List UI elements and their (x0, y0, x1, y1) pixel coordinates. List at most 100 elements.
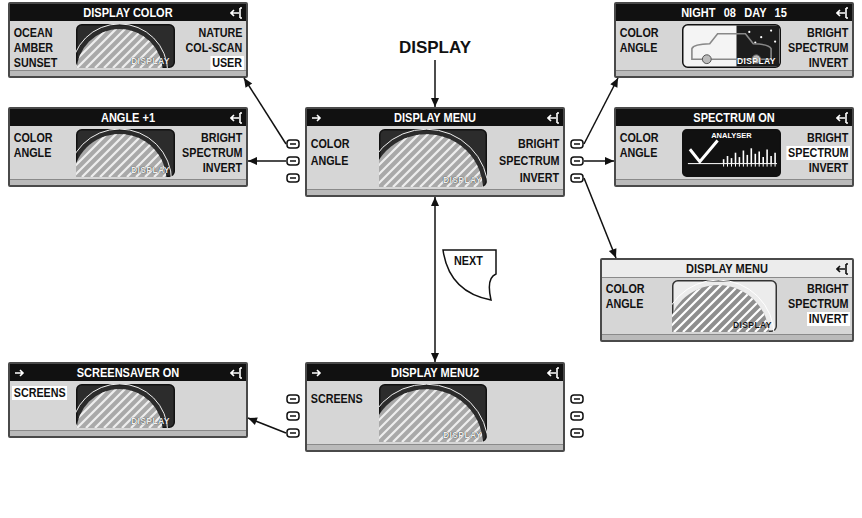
side-button-graphic (286, 173, 300, 183)
stripe (86, 384, 130, 428)
screen-frame: SCREENSAVER ONSCREENSDISPLAY (8, 362, 248, 438)
menu-option: COLOR (618, 26, 660, 40)
entry-label: DISPLAY (385, 38, 485, 58)
stripe (483, 129, 487, 187)
spectrum-bar (735, 153, 737, 164)
menu-arrow (584, 78, 618, 144)
lcd-screen: SCREENSAVER ONSCREENSDISPLAY (8, 362, 248, 438)
button-body (571, 174, 583, 182)
spectrum-tick (759, 164, 760, 167)
picture-frame (683, 130, 781, 177)
exit-icon-graphic (230, 366, 243, 380)
side-button-graphic (570, 139, 584, 149)
exit-icon-shape (231, 368, 242, 378)
stripe (728, 280, 777, 332)
side-button-graphic (286, 139, 300, 149)
exit-icon-shape (231, 113, 242, 123)
screen-heading: SPECTRUM ON (644, 111, 824, 125)
exit-icon-shape (837, 113, 848, 123)
menu-option: COLOR (309, 137, 351, 151)
spectrum-bar (774, 153, 776, 164)
arrow-head (431, 197, 439, 206)
arrow-line (248, 418, 286, 433)
menu-option: ANGLE (618, 146, 659, 160)
button-body (571, 429, 583, 437)
menu-option: AMBER (12, 41, 55, 55)
key-shape (443, 250, 496, 300)
stripe (719, 280, 771, 332)
exit-icon (836, 111, 849, 125)
spectrum-bar (727, 156, 729, 164)
screen-footer-bar (616, 70, 852, 76)
disc-outline (379, 384, 487, 442)
menu-option: USER (211, 56, 244, 70)
menu-option: INVERT (518, 171, 561, 185)
enter-icon-graphic (310, 111, 323, 125)
button-body (287, 174, 299, 182)
screen-footer-bar (616, 179, 852, 185)
button-body (287, 395, 299, 403)
arrow-line (244, 78, 286, 144)
enter-icon-shape (312, 115, 320, 121)
lcd-screen: DISPLAY MENUCOLORANGLEBRIGHTSPECTRUMINVE… (600, 258, 854, 342)
menu-option: SPECTRUM (180, 146, 244, 160)
spectrum-tick (735, 164, 736, 167)
spectrum-tick (771, 164, 772, 167)
key-label: NEXT (454, 254, 483, 268)
stripe (393, 384, 451, 442)
menu-option: INVERT (807, 161, 850, 175)
half-disc (379, 134, 483, 187)
screen-heading: NIGHT 08 DAY 15 (644, 6, 824, 20)
screen-frame: DISPLAY MENUCOLORANGLEBRIGHTSPECTRUMINVE… (305, 107, 565, 197)
arrow-line (434, 197, 436, 362)
side-button (286, 428, 300, 438)
menu-option: NATURE (197, 26, 244, 40)
star (760, 36, 762, 38)
screen-frame: DISPLAY MENUCOLORANGLEBRIGHTSPECTRUMINVE… (600, 258, 854, 342)
exit-icon-graphic (836, 6, 849, 20)
stripe (438, 129, 487, 187)
button-line (290, 160, 296, 162)
arrow-head (605, 157, 614, 165)
stripe (393, 129, 451, 187)
picture-frame (683, 25, 781, 68)
menu-option: SPECTRUM (786, 41, 850, 55)
screen-frame: ANGLE +1COLORANGLEBRIGHTSPECTRUMINVERTDI… (8, 107, 248, 187)
lcd-screen: DISPLAY MENUCOLORANGLEBRIGHTSPECTRUMINVE… (286, 107, 584, 197)
spectrum-bar (723, 159, 725, 163)
exit-icon (836, 6, 849, 20)
arrow-head (431, 353, 439, 362)
enter-icon-graphic (310, 366, 323, 380)
side-button-graphic (286, 156, 300, 166)
button-line (290, 177, 296, 179)
button-body (287, 140, 299, 148)
menu-option: SCREENS (12, 386, 67, 400)
screen-header-bar: SPECTRUM ON (616, 109, 852, 126)
stripe (672, 280, 699, 332)
exit-icon (230, 366, 243, 380)
arrow-head (248, 418, 258, 425)
spectrum-bar (754, 154, 756, 164)
spectrum-tick (755, 164, 756, 167)
menu-arrow (584, 157, 614, 165)
menu-option: INVERT (807, 56, 850, 70)
menu-option: BRIGHT (516, 137, 561, 151)
button-line (290, 432, 296, 434)
stripe (127, 129, 175, 177)
screen-frame: DISPLAY MENU2SCREENSDISPLAY (305, 362, 565, 452)
screen-heading: SCREENSAVER ON (38, 366, 218, 380)
side-button-graphic (570, 394, 584, 404)
side-button-graphic (570, 156, 584, 166)
menu-arrow (431, 60, 439, 107)
screen-footer-bar (10, 430, 246, 436)
side-button-graphic (286, 411, 300, 421)
stripe (77, 24, 121, 68)
screen-frame: NIGHT 08 DAY 15COLORANGLEBRIGHTSPECTRUMI… (614, 2, 854, 78)
disc-stripes (76, 129, 175, 177)
button-body (571, 395, 583, 403)
button-line (574, 160, 580, 162)
exit-icon (230, 6, 243, 20)
screen-footer-bar (10, 70, 246, 76)
exit-icon-graphic (230, 111, 243, 125)
spectrum-bar (746, 155, 748, 164)
